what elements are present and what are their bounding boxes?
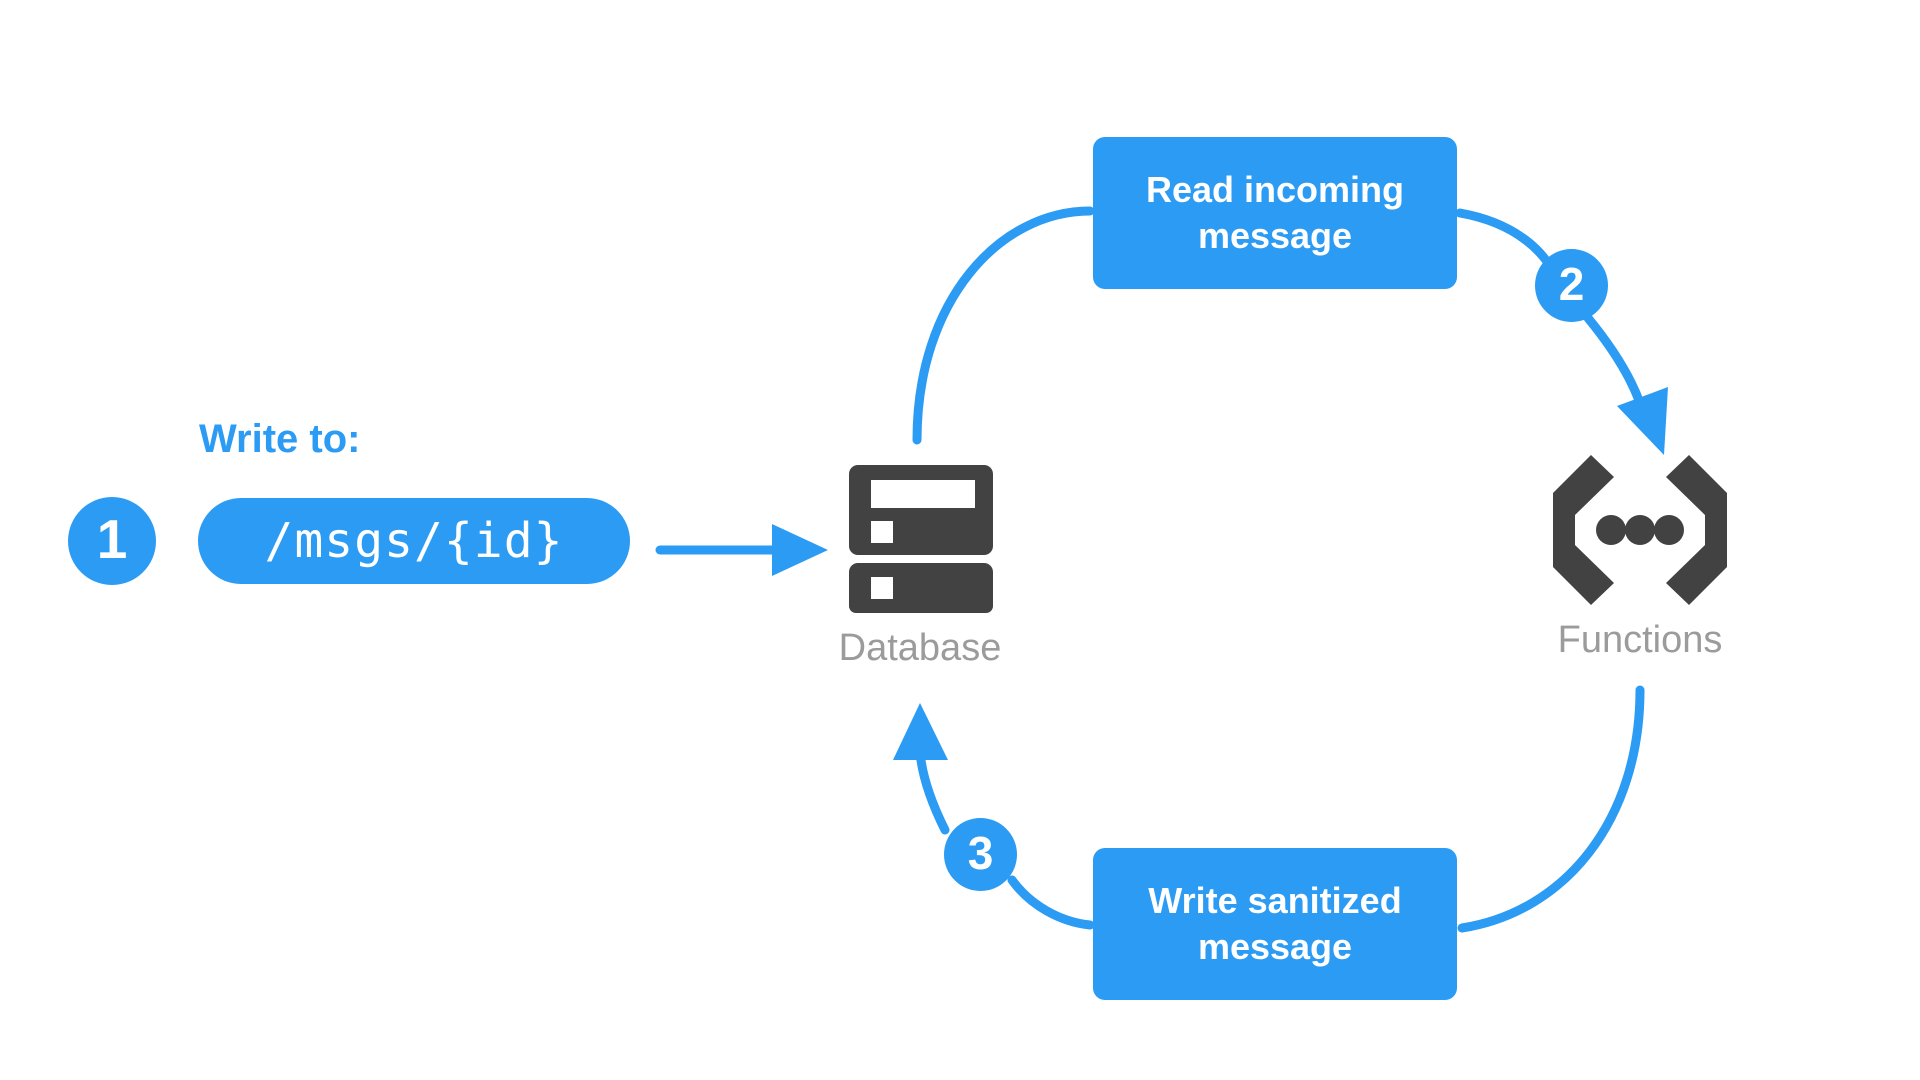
- step-badge-1-number: 1: [96, 507, 128, 570]
- service-label-database: Database: [838, 627, 1002, 669]
- arrowhead-to-database-return: [893, 703, 948, 760]
- step-badge-3: 3: [944, 818, 1017, 891]
- database-icon-led-top: [871, 521, 893, 543]
- edge-functions-to-write-message: [1457, 685, 1645, 933]
- box-read-incoming-message-line2: message: [1197, 215, 1353, 256]
- database-icon-top-unit: [849, 465, 993, 555]
- arrowhead-to-database: [772, 524, 828, 576]
- database-icon-led-bottom: [871, 577, 893, 599]
- arrowhead-to-functions: [1617, 387, 1668, 455]
- step-badge-2-number: 2: [1558, 257, 1585, 310]
- step-badge-2: 2: [1535, 249, 1608, 322]
- edge-write-message-to-database: [893, 703, 1095, 930]
- step-badge-1: 1: [68, 497, 156, 585]
- box-write-sanitized-message-line1: Write sanitized: [1148, 879, 1402, 921]
- service-label-functions: Functions: [1557, 619, 1723, 661]
- edge-write-to-database: [655, 524, 828, 576]
- edge-database-to-read-message: [912, 206, 1095, 445]
- write-to-label: Write to:: [199, 417, 361, 461]
- database-icon-bottom-unit: [849, 563, 993, 613]
- database-path-pill[interactable]: /msgs/{id}: [198, 498, 630, 584]
- database-icon-bar: [871, 480, 975, 508]
- box-write-sanitized-message[interactable]: Write sanitized message: [1093, 848, 1457, 1000]
- service-node-database[interactable]: Database: [780, 465, 1060, 667]
- database-icon: [846, 465, 994, 613]
- database-path-value: /msgs/{id}: [264, 513, 564, 569]
- box-read-incoming-message-line1: Read incoming: [1145, 168, 1405, 210]
- service-node-functions[interactable]: Functions: [1500, 455, 1780, 659]
- step-badge-3-number: 3: [967, 826, 994, 879]
- box-read-incoming-message[interactable]: Read incoming message: [1093, 137, 1457, 289]
- box-write-sanitized-message-line2: message: [1197, 926, 1353, 967]
- functions-braces-icon: [1545, 455, 1735, 605]
